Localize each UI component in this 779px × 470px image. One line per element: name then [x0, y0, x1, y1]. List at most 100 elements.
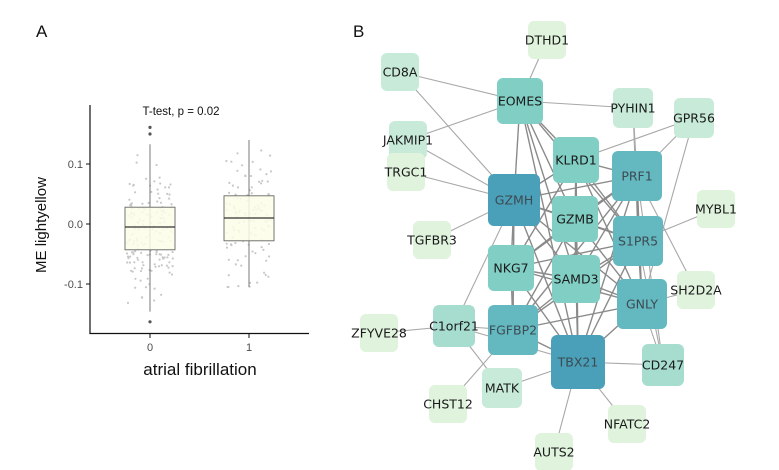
jitter-point	[167, 266, 170, 269]
node-s1pr5[interactable]: S1PR5	[613, 216, 663, 266]
node-cd8a[interactable]: CD8A	[381, 53, 419, 91]
node-klrd1[interactable]: KLRD1	[553, 137, 599, 183]
node-label: PRF1	[621, 169, 652, 184]
jitter-point	[134, 191, 137, 194]
node-box	[551, 335, 605, 389]
outlier-point	[148, 125, 152, 129]
jitter-point	[134, 277, 137, 280]
jitter-point	[237, 285, 240, 288]
y-tick-label: 0.1	[68, 159, 83, 171]
node-label: MATK	[485, 381, 520, 396]
jitter-point	[132, 253, 135, 256]
jitter-point	[126, 261, 129, 264]
jitter-point	[160, 293, 163, 296]
node-gnly[interactable]: GNLY	[617, 279, 667, 329]
jitter-point	[267, 243, 270, 246]
node-dthd1[interactable]: DTHD1	[525, 21, 569, 59]
jitter-point	[269, 170, 272, 173]
jitter-point	[260, 149, 263, 152]
jitter-point	[165, 264, 169, 267]
node-label: GZMB	[556, 212, 594, 227]
node-matk[interactable]: MATK	[482, 368, 522, 408]
node-label: GPR56	[673, 111, 715, 126]
node-label: NKG7	[493, 261, 528, 276]
node-sh2d2a[interactable]: SH2D2A	[670, 271, 722, 309]
jitter-point	[249, 174, 253, 178]
jitter-point	[254, 252, 257, 255]
jitter-point	[168, 193, 171, 196]
jitter-point	[171, 257, 174, 260]
jitter-point	[158, 253, 161, 256]
jitter-point	[132, 251, 135, 254]
node-box	[553, 137, 599, 183]
jitter-point	[168, 271, 171, 274]
node-box	[389, 121, 427, 159]
node-tbx21[interactable]: TBX21	[551, 335, 605, 389]
jitter-point	[156, 188, 159, 191]
jitter-point	[128, 182, 131, 186]
jitter-point	[131, 270, 134, 273]
node-zfyve28[interactable]: ZFYVE28	[351, 314, 407, 352]
node-auts2[interactable]: AUTS2	[533, 433, 575, 470]
jitter-point	[158, 197, 161, 200]
node-jakmip1[interactable]: JAKMIP1	[382, 121, 433, 159]
node-box	[697, 190, 735, 228]
node-box	[535, 433, 573, 470]
jitter-point	[163, 256, 166, 259]
node-c1orf21[interactable]: C1orf21	[429, 305, 479, 347]
jitter-point	[153, 299, 156, 302]
node-label: TBX21	[557, 355, 599, 370]
jitter-point	[136, 154, 139, 157]
x-tick-label: 0	[147, 342, 153, 354]
node-gpr56[interactable]: GPR56	[673, 98, 715, 138]
jitter-point	[267, 275, 270, 278]
node-fgfbp2[interactable]: FGFBP2	[488, 305, 538, 355]
jitter-point	[267, 193, 270, 196]
jitter-point	[171, 265, 174, 268]
node-chst12[interactable]: CHST12	[423, 385, 473, 423]
node-label: EOMES	[498, 94, 542, 109]
jitter-point	[227, 274, 230, 277]
node-mybl1[interactable]: MYBL1	[695, 190, 737, 228]
node-box	[387, 153, 425, 191]
jitter-point	[269, 154, 272, 157]
box-0	[124, 206, 176, 251]
jitter-point	[250, 192, 253, 195]
node-box	[381, 53, 419, 91]
node-trgc1[interactable]: TRGC1	[384, 153, 428, 191]
jitter-point	[153, 180, 156, 183]
node-eomes[interactable]: EOMES	[497, 78, 543, 124]
node-nfatc2[interactable]: NFATC2	[604, 405, 651, 443]
node-gzmb[interactable]: GZMB	[552, 196, 598, 242]
jitter-point	[158, 265, 161, 268]
jitter-point	[251, 160, 254, 163]
node-label: CD247	[642, 358, 684, 373]
node-pyhin1[interactable]: PYHIN1	[610, 88, 656, 128]
jitter-point	[227, 258, 230, 261]
jitter-point	[145, 177, 148, 180]
node-box	[674, 98, 714, 138]
node-label: ZFYVE28	[351, 326, 407, 341]
jitter-point	[142, 264, 145, 267]
jitter-point	[236, 169, 239, 172]
node-nkg7[interactable]: NKG7	[488, 245, 534, 291]
jitter-point	[268, 255, 271, 258]
node-label: AUTS2	[533, 445, 574, 460]
jitter-point	[251, 250, 254, 253]
jitter-point	[241, 164, 244, 167]
node-box	[677, 271, 715, 309]
node-gzmh[interactable]: GZMH	[488, 174, 540, 226]
node-samd3[interactable]: SAMD3	[552, 255, 600, 303]
node-cd247[interactable]: CD247	[642, 344, 684, 386]
node-prf1[interactable]: PRF1	[612, 151, 662, 201]
jitter-point	[236, 259, 239, 262]
jitter-point	[139, 269, 143, 273]
node-label: GZMH	[495, 193, 533, 208]
node-tgfbr3[interactable]: TGFBR3	[406, 221, 457, 259]
jitter-point	[140, 251, 143, 254]
jitter-point	[244, 175, 247, 178]
jitter-point	[234, 241, 237, 245]
jitter-point	[170, 203, 173, 206]
